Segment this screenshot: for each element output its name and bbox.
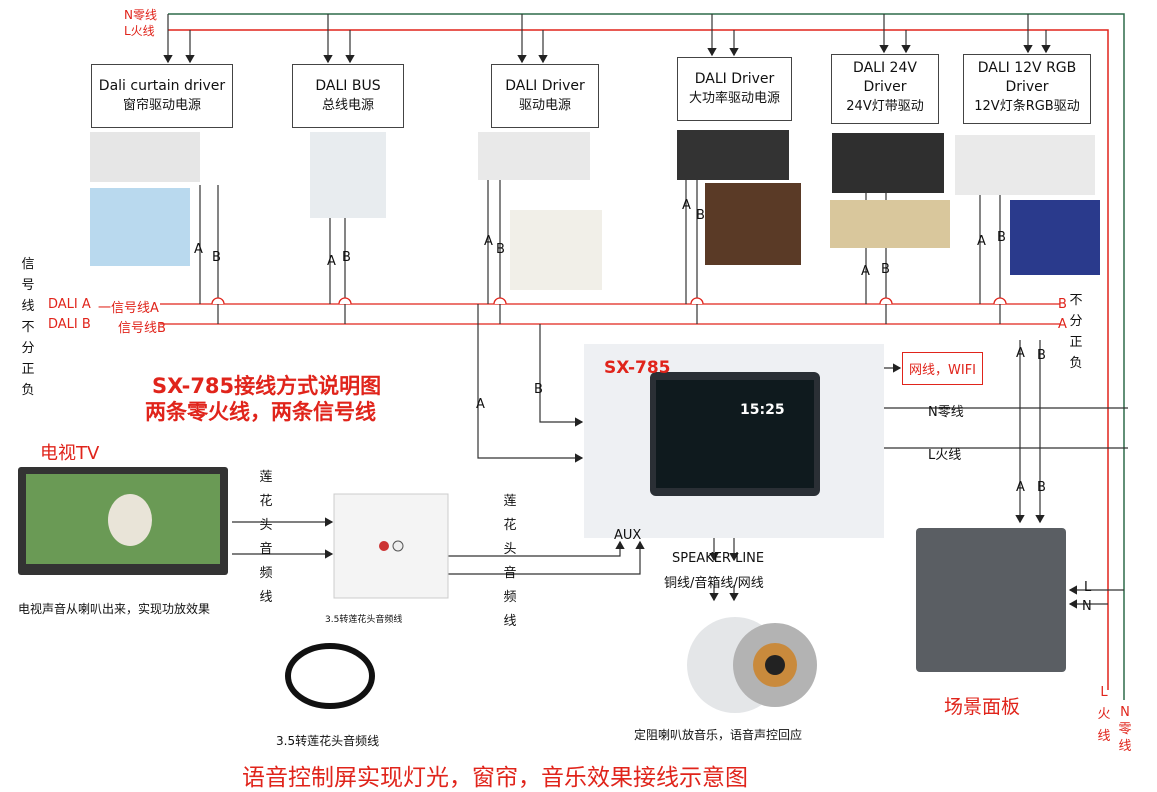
rca-vertical-label: 莲花头音频线 — [503, 494, 517, 629]
b-label: B — [342, 250, 351, 265]
driver-box-curtain: Dali curtain driver 窗帘驱动电源 — [91, 64, 233, 128]
right-l-line-label: L火线 — [1097, 685, 1111, 744]
panel-l-label: L火线 — [928, 448, 962, 463]
scene-l-label: L — [1084, 580, 1092, 595]
scene-panel-title: 场景面板 — [944, 696, 1021, 718]
driver-en: DALI Driver — [505, 78, 585, 94]
a-label: A — [861, 264, 870, 279]
network-label: 网线，WIFI — [902, 352, 983, 385]
b-label: B — [1037, 348, 1046, 363]
l-line-label: L火线 — [124, 24, 155, 38]
driver-zh: 大功率驱动电源 — [688, 91, 780, 106]
tv-title: 电视TV — [40, 443, 100, 464]
right-side-note: 不分正负 — [1069, 293, 1083, 371]
tv-rca-label: 莲花头音频线 — [259, 470, 273, 605]
a-label: A — [682, 198, 691, 213]
mains-top-wires — [168, 13, 1125, 700]
title-line-2: 两条零火线，两条信号线 — [145, 400, 376, 424]
driver-zh: 总线电源 — [321, 98, 374, 113]
driver-zh: 驱动电源 — [518, 98, 571, 113]
aux-label: AUX — [614, 528, 642, 543]
driver-box-12v-rgb: DALI 12V RGB Driver 12V灯条RGB驱动 — [963, 54, 1091, 124]
a-label: A — [977, 234, 986, 249]
driver-box-highpower: DALI Driver 大功率驱动电源 — [677, 57, 792, 121]
a-label: A — [484, 234, 493, 249]
driver-en: DALI 12V RGB Driver — [977, 60, 1077, 95]
a-label: A — [327, 254, 336, 269]
b-label: B — [212, 250, 221, 265]
driver-en: DALI 24V Driver — [853, 60, 917, 95]
driver-box-24v: DALI 24V Driver 24V灯带驱动 — [831, 54, 939, 124]
panel-n-label: N零线 — [928, 405, 964, 420]
driver-box-bus: DALI BUS 总线电源 — [292, 64, 404, 128]
scene-n-label: N — [1082, 599, 1092, 614]
driver-box-dali: DALI Driver 驱动电源 — [491, 64, 599, 128]
dali-b-label: DALI B — [48, 317, 91, 332]
driver-zh: 窗帘驱动电源 — [122, 98, 201, 113]
b-label: B — [1037, 480, 1046, 495]
b-label: B — [696, 208, 705, 223]
b-label: B — [997, 230, 1006, 245]
panel-name: SX-785 — [604, 358, 671, 378]
driver-en: DALI BUS — [315, 78, 381, 94]
signal-b-label: 信号线B — [118, 321, 166, 336]
driver-en: Dali curtain driver — [98, 78, 226, 94]
rca-caption: 3.5转莲花头音频线 — [276, 734, 380, 748]
title-line-1: SX-785接线方式说明图 — [152, 374, 382, 398]
b-label: B — [881, 262, 890, 277]
b-label: B — [496, 242, 505, 257]
tv-caption: 电视声音从喇叭出来，实现功放效果 — [18, 602, 211, 616]
speaker-caption: 定阻喇叭放音乐，语音声控回应 — [634, 728, 803, 742]
speaker-sub-label: 铜线/音箱线/网线 — [664, 576, 764, 591]
panel-clock: 15:25 — [740, 402, 785, 418]
right-n-line-label: N零线 — [1118, 705, 1132, 754]
footer-title: 语音控制屏实现灯光，窗帘，音乐效果接线示意图 — [242, 765, 748, 791]
speaker-line-label: SPEAKER LINE — [672, 551, 765, 566]
a-label: A — [1016, 480, 1025, 495]
a-label: A — [476, 397, 485, 412]
a-label: A — [194, 242, 203, 257]
driver-en: DALI Driver — [694, 71, 775, 87]
b-label: B — [534, 382, 543, 397]
driver-zh: 12V灯条RGB驱动 — [974, 99, 1080, 114]
signal-a-label: 一信号线A — [98, 301, 159, 316]
dali-a-label: DALI A — [48, 297, 91, 312]
right-b-label: B — [1058, 297, 1067, 312]
signal-side-note: 信号线不分正负 — [21, 257, 35, 398]
rca-small-caption: 3.5转莲花头音频线 — [325, 615, 403, 625]
right-a-label: A — [1058, 317, 1067, 332]
n-line-label: N零线 — [124, 8, 157, 22]
a-label: A — [1016, 346, 1025, 361]
driver-zh: 24V灯带驱动 — [846, 99, 924, 114]
